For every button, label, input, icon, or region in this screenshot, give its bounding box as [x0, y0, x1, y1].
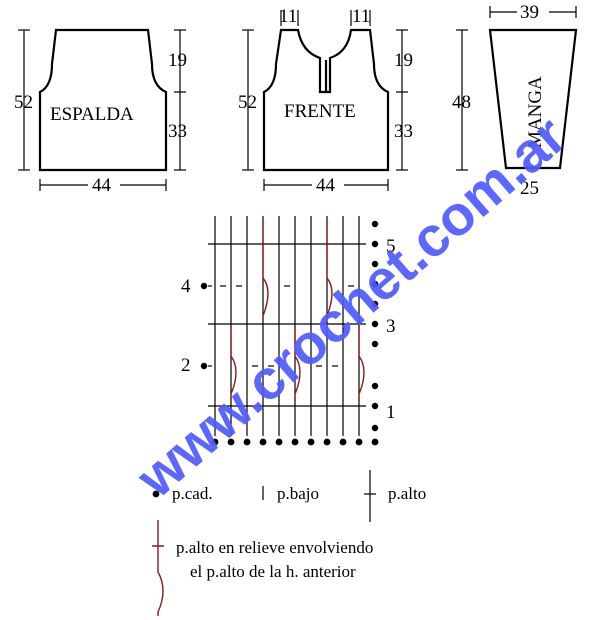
legend-relieve-line2: el p.alto de la h. anterior [190, 562, 356, 581]
frente-armhole: 19 [394, 50, 413, 71]
watermark: www.crochet.com.ar [124, 104, 578, 510]
manga-label: MANGA [525, 76, 546, 148]
legend-alto: p.alto [388, 484, 426, 503]
legend-relieve-line1: p.alto en relieve envolviendo [176, 538, 373, 557]
espalda-height: 52 [14, 92, 33, 113]
double-crochet-symbol-icon [364, 470, 376, 522]
legend: p.cad. p.bajo p.alto p.alto en relieve e… [152, 470, 426, 616]
manga-top-width: 39 [520, 2, 539, 23]
frente-height: 52 [238, 92, 257, 113]
manga-cuff: 25 [520, 178, 539, 199]
row-label-2: 2 [181, 355, 191, 376]
row-label-4: 4 [181, 276, 191, 297]
row-label-1: 1 [386, 402, 396, 423]
legend-bajo: p.bajo [277, 484, 319, 503]
frente-piece: FRENTE 11 11 52 19 33 44 [238, 6, 413, 196]
frente-label: FRENTE [284, 101, 356, 122]
chain-symbol-icon [152, 490, 160, 498]
espalda-piece: ESPALDA 52 19 33 44 [14, 28, 187, 196]
espalda-body: 33 [168, 121, 187, 142]
manga-length: 48 [452, 92, 471, 113]
frente-width: 44 [316, 175, 336, 196]
frente-shoulder-right: 11 [352, 6, 370, 27]
legend-cadena: p.cad. [172, 484, 213, 503]
espalda-width: 44 [92, 175, 112, 196]
manga-piece: MANGA 39 48 25 [452, 2, 578, 199]
frente-body: 33 [394, 121, 413, 142]
stitch-chart: 1 2 3 4 5 [181, 216, 396, 446]
espalda-armhole: 19 [168, 50, 187, 71]
row-label-5: 5 [386, 236, 396, 257]
row-label-3: 3 [386, 316, 396, 337]
relief-stitch-symbol-icon [152, 520, 164, 616]
frente-shoulder-left: 11 [279, 6, 297, 27]
espalda-label: ESPALDA [50, 104, 134, 125]
